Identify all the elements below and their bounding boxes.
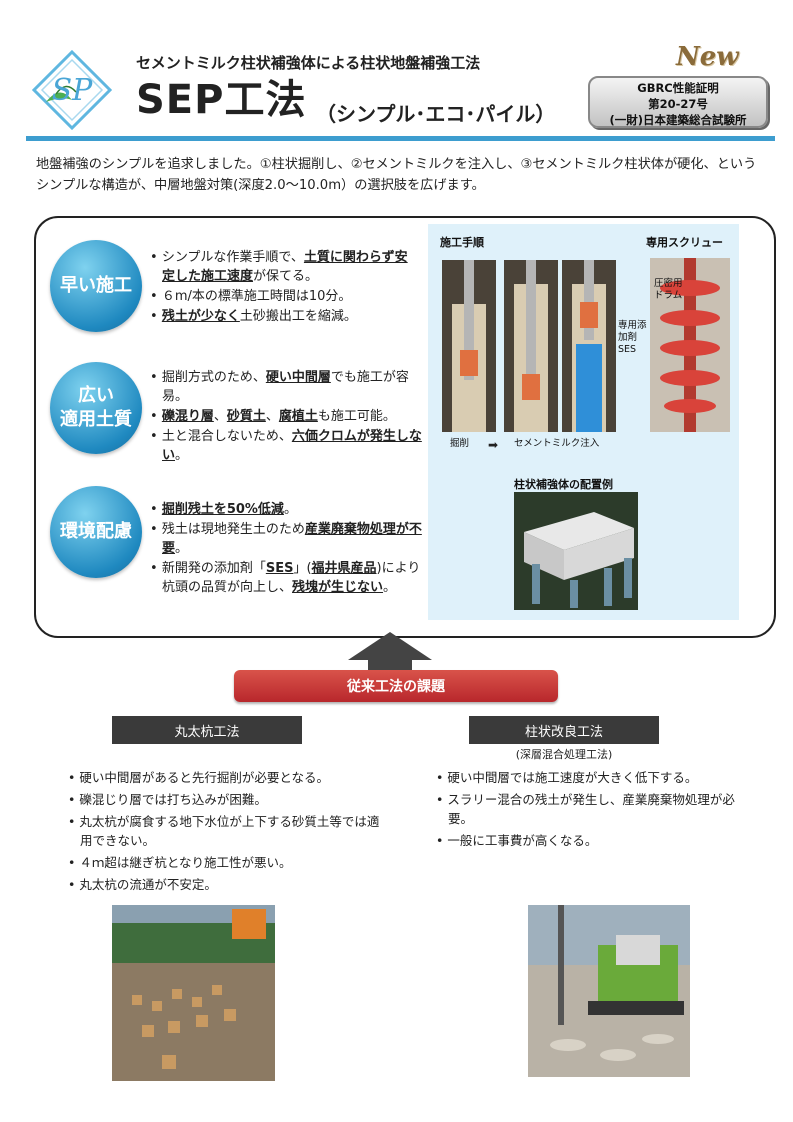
method-bullet: 丸太杭の流通が不安定。 [68,875,388,894]
feature-bullet: 残土は現地発生土のため産業廃棄物処理が不要。 [150,520,422,558]
feature-bullets-wide-soil: 掘削方式のため、硬い中間層でも施工が容易。礫混り層、砂質土、腐植土も施工可能。土… [150,368,422,466]
method-bullet: 一般に工事費が高くなる。 [436,831,756,850]
feature-circle-line: 適用土質 [60,409,132,430]
feature-bullet-text: )により杭頭の品質が向上し、 [162,561,421,595]
feature-bullet-text: でも施工が容易。 [162,370,409,404]
badge-line: GBRC性能証明 [637,81,719,95]
feature-bullet-text: も施工可能。 [317,409,396,424]
feature-circle-label: 広い適用土質 [60,384,132,432]
badge-line: (一財)日本建築総合試験所 [609,113,747,127]
feature-bullet-text: が保てる。 [253,269,319,284]
feature-bullet-text: 。 [283,502,297,517]
feature-bullet-text: 。 [175,448,189,463]
feature-bullet-text: 。 [383,580,397,595]
certification-badge: GBRC性能証明 第20-27号 (一財)日本建築総合試験所 [588,76,768,128]
feature-bullet-text: 残土は現地発生土のため [161,522,305,537]
feature-bullet-emphasis: 土質に関わらず安定した施工速度 [162,250,408,284]
method-bullet: 硬い中間層では施工速度が大きく低下する。 [436,768,756,787]
feature-bullet-text: 、 [213,409,227,424]
method-bullet: スラリー混合の残土が発生し、産業廃棄物処理が必要。 [436,790,756,828]
feature-bullet-text: 土砂搬出工を縮減。 [239,309,357,324]
feature-bullets-fast: シンプルな作業手順で、土質に関わらず安定した施工速度が保てる。 ６m/本の標準施工… [150,248,420,327]
feature-bullet-text: シンプルな作業手順で、 [161,250,304,265]
logo-text: SP [52,73,94,108]
intro-text: 地盤補強のシンプルを追求しました。①柱状掘削し、②セメントミルクを注入し、③セメ… [36,157,757,193]
feature-circle-line: 早い施工 [60,275,132,296]
log-pile-photo [112,905,275,1081]
procedure-label: 施工手順 [440,236,484,249]
feature-circle-fast: 早い施工 [50,240,142,332]
badge-line: 第20-27号 [648,97,708,111]
feature-circle-line: 広い [78,385,114,406]
feature-circle-label: 環境配慮 [60,520,132,544]
step-excavate-label: 掘削 [450,438,470,449]
method-bullet: 丸太杭が腐食する地下水位が上下する砂質土等では適用できない。 [68,812,388,850]
feature-bullet-emphasis: 産業廃棄物処理が不要 [162,522,422,556]
arrow-right-icon: ➡ [488,438,499,452]
page-title: SEP工法 [136,77,307,123]
feature-bullet-emphasis: 六価クロムが発生しない [162,429,422,463]
feature-circle-eco: 環境配慮 [50,486,142,578]
step-inject-label: セメントミルク注入 [514,438,600,449]
feature-bullet-text: 新開発の添加剤「 [161,561,266,576]
layout-illustration [514,492,638,610]
method-bullet: 礫混じり層では打ち込みが困難。 [68,790,388,809]
up-arrow-icon [348,632,432,660]
feature-bullet: シンプルな作業手順で、土質に関わらず安定した施工速度が保てる。 [150,248,420,286]
column-improvement-photo [528,905,690,1077]
new-label: New [676,42,739,72]
method-tab-log-pile: 丸太杭工法 [112,716,302,744]
screw-illustration [650,258,730,432]
feature-bullet: 掘削方式のため、硬い中間層でも施工が容易。 [150,368,422,406]
screw-label: 専用スクリュー [646,236,723,249]
feature-bullet-emphasis: 礫混り層 [161,409,214,424]
procedure-illustration [442,260,616,432]
construction-diagram: 施工手順 専用スクリュー 専用添加剤SES 掘削 ➡ セメントミルク注入 圧密用… [428,224,739,620]
feature-bullets-eco: 掘削残土を50%低減。残土は現地発生土のため産業廃棄物処理が不要。新開発の添加剤… [150,500,422,598]
feature-bullet-emphasis: 福井県産品 [311,561,377,576]
feature-bullet: 土と混合しないため、六価クロムが発生しない。 [150,427,422,465]
feature-bullet-emphasis: 掘削残土を50%低減 [161,502,284,517]
feature-bullet-emphasis: 硬い中間層 [265,370,331,385]
conventional-banner: 従来工法の課題 [234,670,558,702]
drum-label: 圧密用ドラム [654,278,683,301]
feature-bullet-emphasis: 残土が少なく [161,309,240,324]
feature-bullet-emphasis: 残塊が生じない [292,580,384,595]
header-rule [26,136,775,141]
feature-bullet-emphasis: 腐植土 [278,409,318,424]
feature-circle-label: 早い施工 [60,274,132,298]
feature-bullet: 掘削残土を50%低減。 [150,500,422,519]
feature-bullet-emphasis: 砂質土 [226,409,266,424]
feature-bullet-text: 土と混合しないため、 [161,429,292,444]
feature-bullet: 新開発の添加剤「SES」(福井県産品)により杭頭の品質が向上し、残塊が生じない。 [150,559,422,597]
feature-bullet: ６m/本の標準施工時間は10分。 [150,287,420,306]
feature-bullet: 礫混り層、砂質土、腐植土も施工可能。 [150,407,422,426]
feature-bullet-text: ６m/本の標準施工時間は10分。 [161,289,352,304]
method-bullets-column-improvement: 硬い中間層では施工速度が大きく低下する。スラリー混合の残土が発生し、産業廃棄物処… [436,768,756,853]
feature-bullet: 残土が少なく土砂搬出工を縮減。 [150,307,420,326]
feature-bullet-emphasis: SES [265,561,294,576]
company-logo: SP [31,49,113,131]
feature-bullet-text: 。 [175,541,189,556]
feature-bullet-text: 掘削方式のため、 [161,370,266,385]
feature-bullet-text: 」( [293,561,312,576]
method-note: (深層混合処理工法) [515,748,613,761]
feature-bullet-text: 、 [265,409,279,424]
feature-circle-line: 環境配慮 [60,521,132,542]
method-bullet: 硬い中間層があると先行掘削が必要となる。 [68,768,388,787]
page-subtitle: セメントミルク柱状補強体による柱状地盤補強工法 [136,54,481,72]
layout-label: 柱状補強体の配置例 [514,478,613,491]
up-arrow-stem [368,658,412,670]
feature-circle-wide-soil: 広い適用土質 [50,362,142,454]
page-title-reading: （シンプル･エコ･パイル） [316,102,556,126]
method-tab-column-improvement: 柱状改良工法 [469,716,659,744]
additive-label: 専用添加剤SES [618,320,647,355]
method-bullet: ４ｍ超は継ぎ杭となり施工性が悪い。 [68,853,388,872]
method-bullets-log-pile: 硬い中間層があると先行掘削が必要となる。礫混じり層では打ち込みが困難。丸太杭が腐… [68,768,388,897]
